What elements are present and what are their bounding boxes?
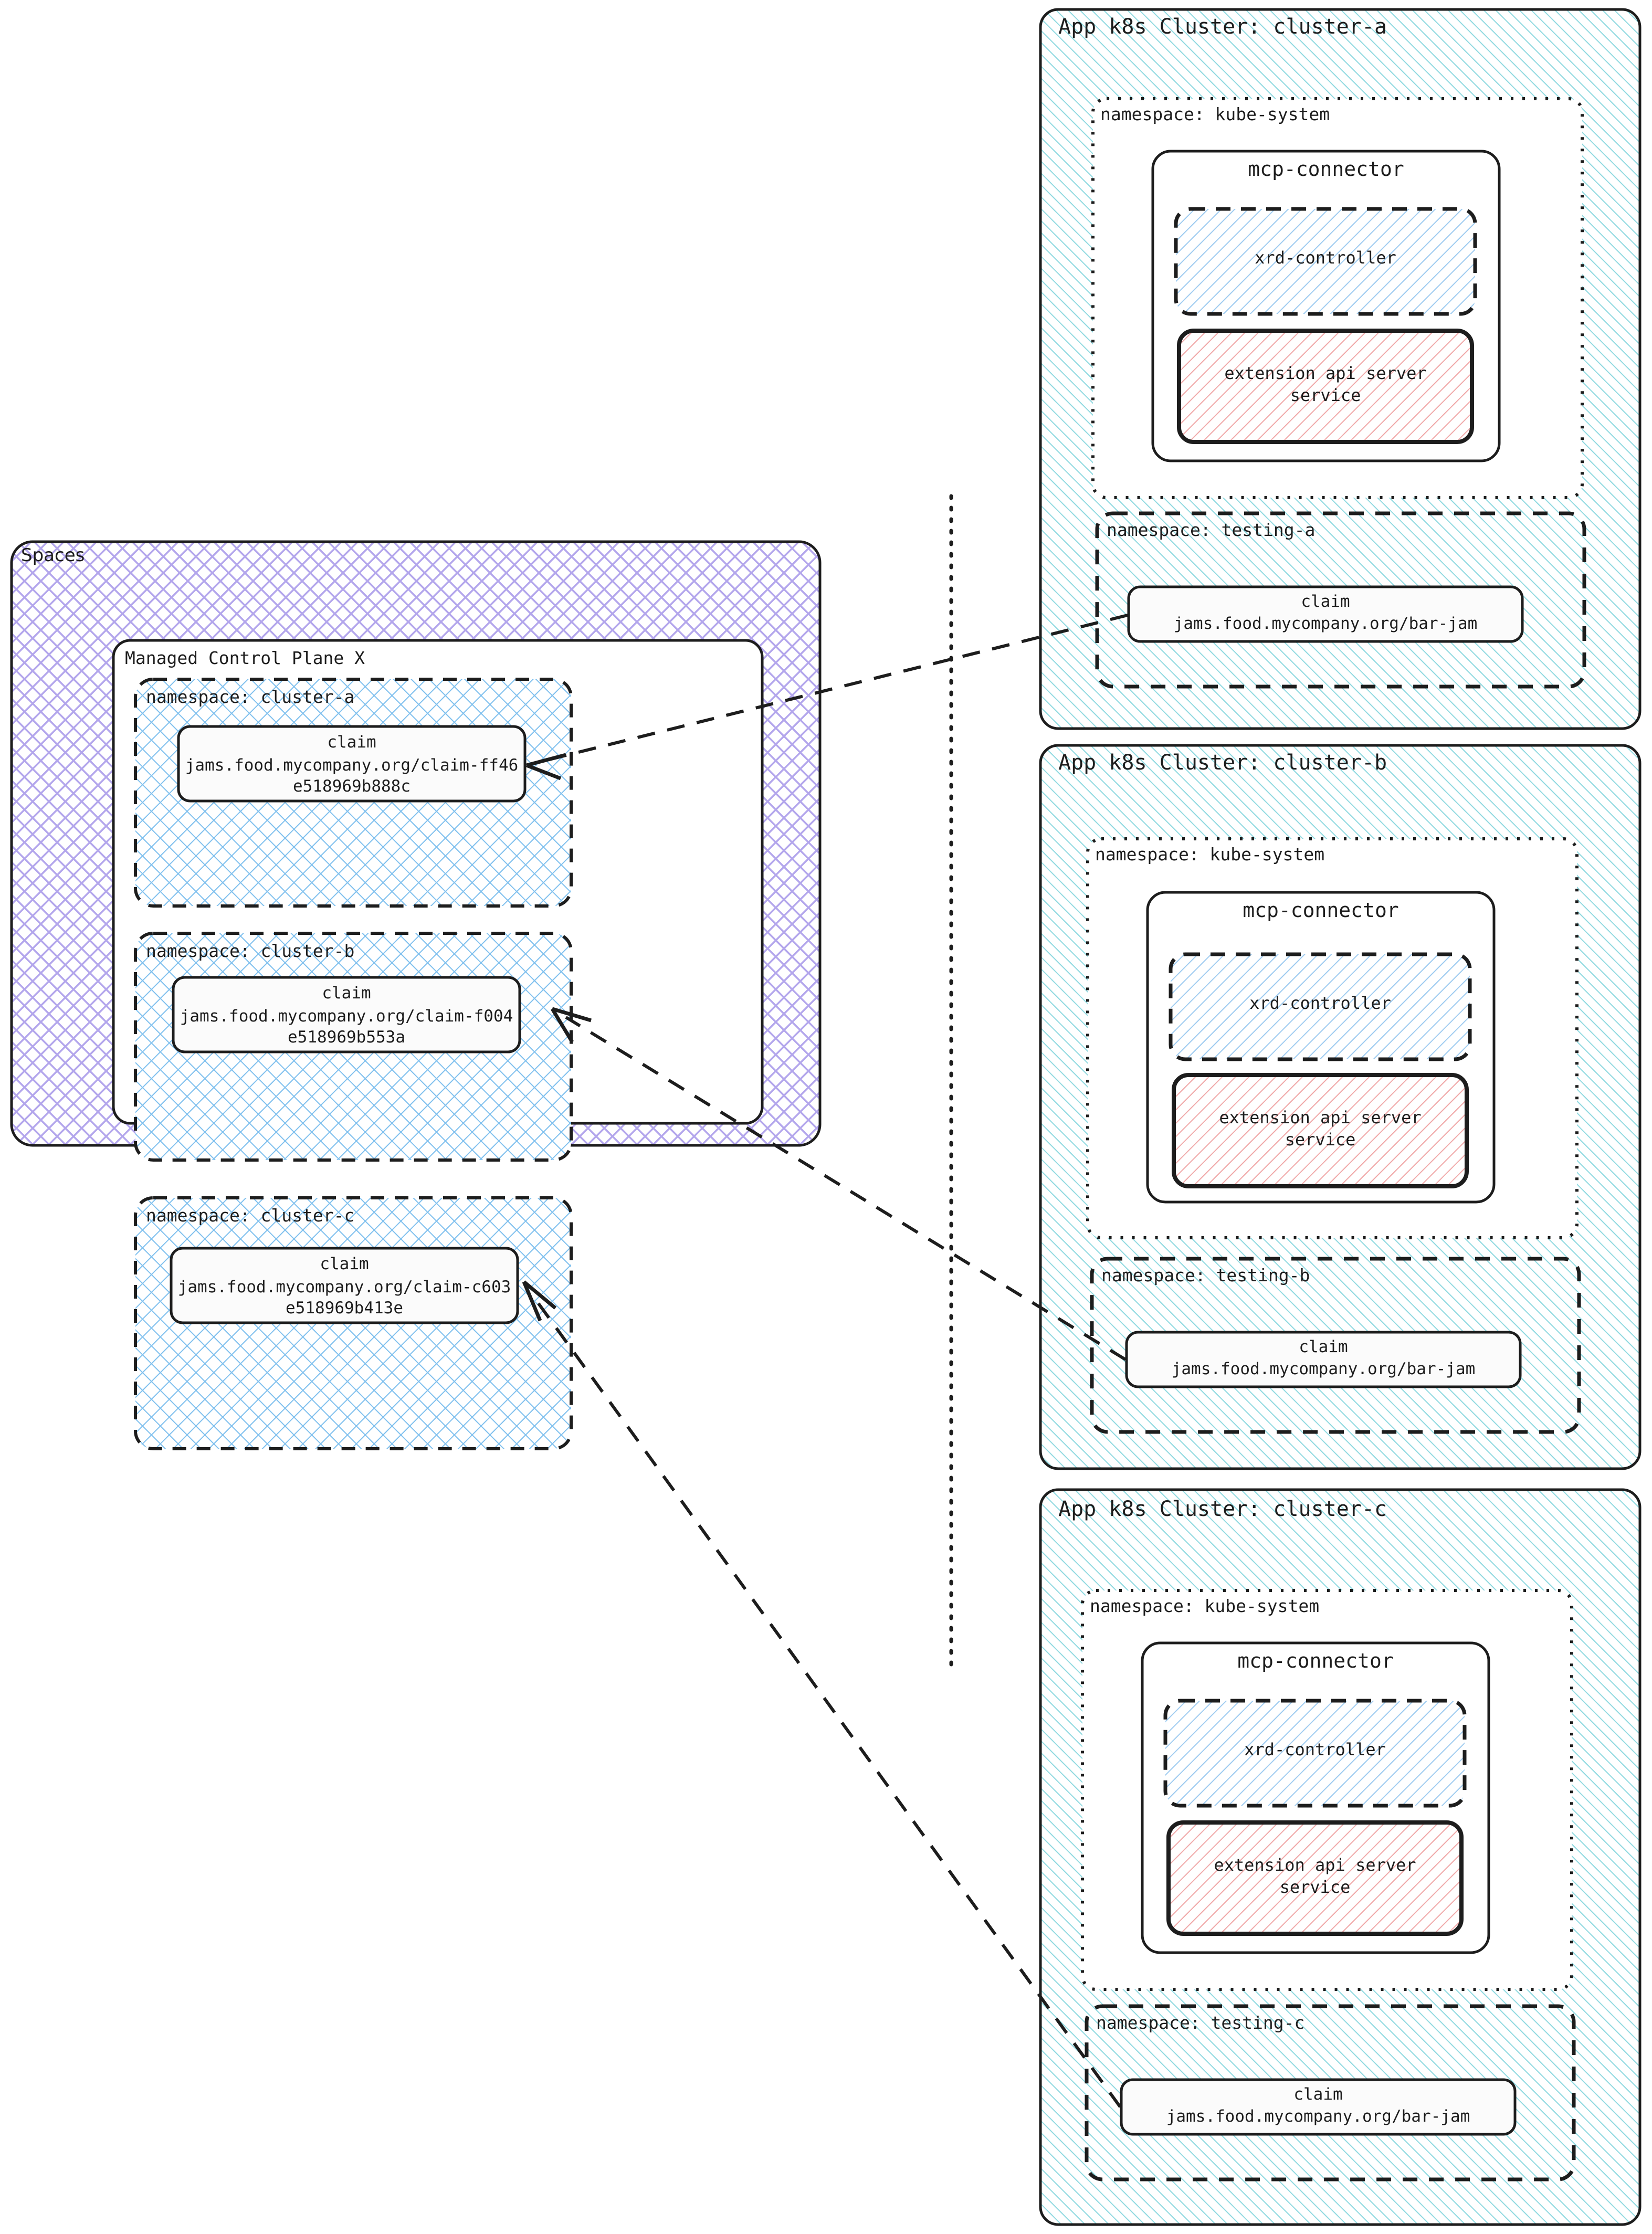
connector-arrow-cluster-a bbox=[525, 614, 1128, 781]
cluster-a-extension-api-server bbox=[1177, 329, 1474, 444]
cluster-b-extension-api-server bbox=[1172, 1073, 1469, 1188]
mcp-claim-box-cluster-b[interactable] bbox=[172, 976, 521, 1053]
mcp-claim-box-cluster-c[interactable] bbox=[170, 1247, 519, 1324]
mcp-claim-box-cluster-a[interactable] bbox=[177, 725, 527, 803]
cluster-a-xrd-controller bbox=[1174, 207, 1477, 316]
connector-arrow-cluster-b bbox=[551, 1007, 1127, 1361]
cluster-c-extension-api-server bbox=[1166, 1820, 1464, 1936]
cluster-b-testing-claim-box[interactable] bbox=[1125, 1331, 1522, 1388]
cluster-c-xrd-controller bbox=[1163, 1699, 1467, 1808]
cluster-a-testing-claim-box[interactable] bbox=[1127, 585, 1524, 643]
cluster-c-testing-claim-box[interactable] bbox=[1120, 2078, 1517, 2136]
cluster-b-xrd-controller bbox=[1169, 952, 1472, 1061]
connector-arrow-cluster-c bbox=[522, 1280, 1122, 2108]
